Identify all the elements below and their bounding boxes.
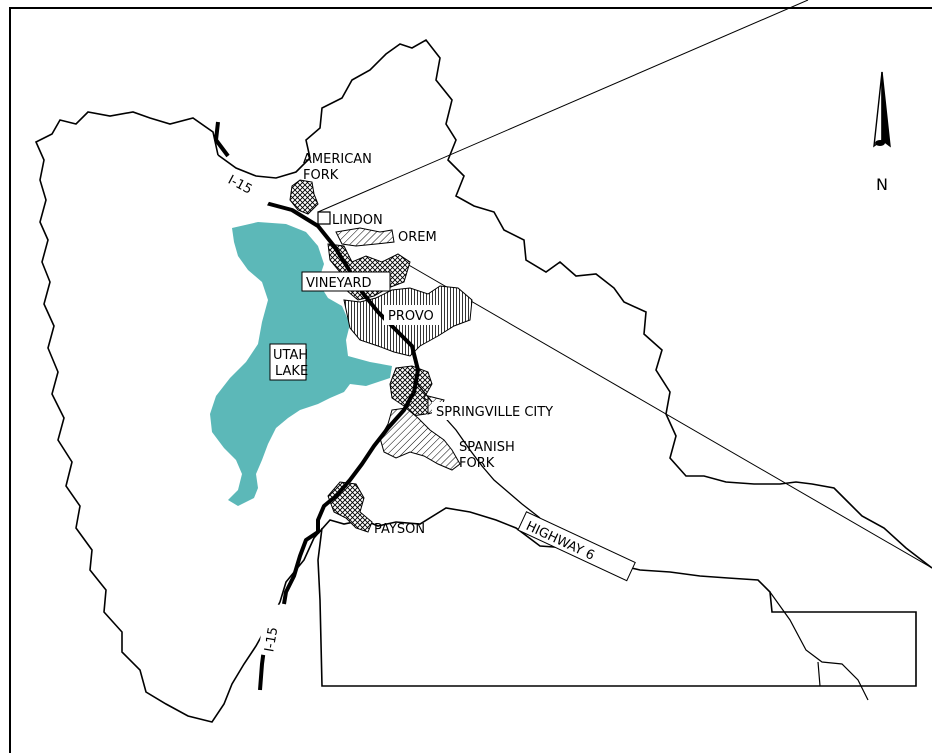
- i15-south-label-box: [257, 602, 285, 657]
- payson-label: PAYSON: [374, 522, 425, 537]
- i15-north-label-box: [222, 167, 275, 207]
- spanish-fork-area: [379, 407, 461, 471]
- payson-area: [327, 481, 373, 533]
- orem-area: [335, 227, 395, 247]
- highway-6-label-box: [517, 511, 636, 582]
- utah-lake-label-line2: LAKE: [275, 364, 308, 379]
- spanish-fork-label-line1: SPANISH: [459, 440, 515, 455]
- provo-label-box: [384, 305, 440, 325]
- springville-area: [389, 365, 435, 417]
- spanish-fork-label-line2: FORK: [459, 456, 495, 471]
- inset-line-upper: [317, 0, 809, 213]
- utah-lake-label-box: [269, 343, 307, 381]
- watershed-boundary: [34, 38, 932, 723]
- orem-label: OREM: [398, 230, 437, 245]
- i15-south-label: I-15: [262, 626, 281, 653]
- springville-label-box: [432, 402, 584, 420]
- american-fork-label-line1: AMERICAN: [303, 152, 372, 167]
- map-frame: [9, 7, 932, 753]
- boundary-detail-south: [769, 591, 869, 701]
- north-arrow-icon: [873, 71, 891, 148]
- american-fork-label-line2: FORK: [303, 168, 339, 183]
- north-label: N: [876, 175, 888, 194]
- springville-label: SPRINGVILLE CITY: [436, 405, 553, 420]
- american-fork-area: [289, 179, 319, 215]
- lindon-label: LINDON: [332, 213, 383, 228]
- vineyard-label: VINEYARD: [306, 276, 372, 291]
- vineyard-label-box: [301, 271, 391, 292]
- lindon-area: [317, 211, 331, 225]
- utah-lake-label-line1: UTAH: [273, 348, 308, 363]
- provo-label: PROVO: [388, 309, 434, 324]
